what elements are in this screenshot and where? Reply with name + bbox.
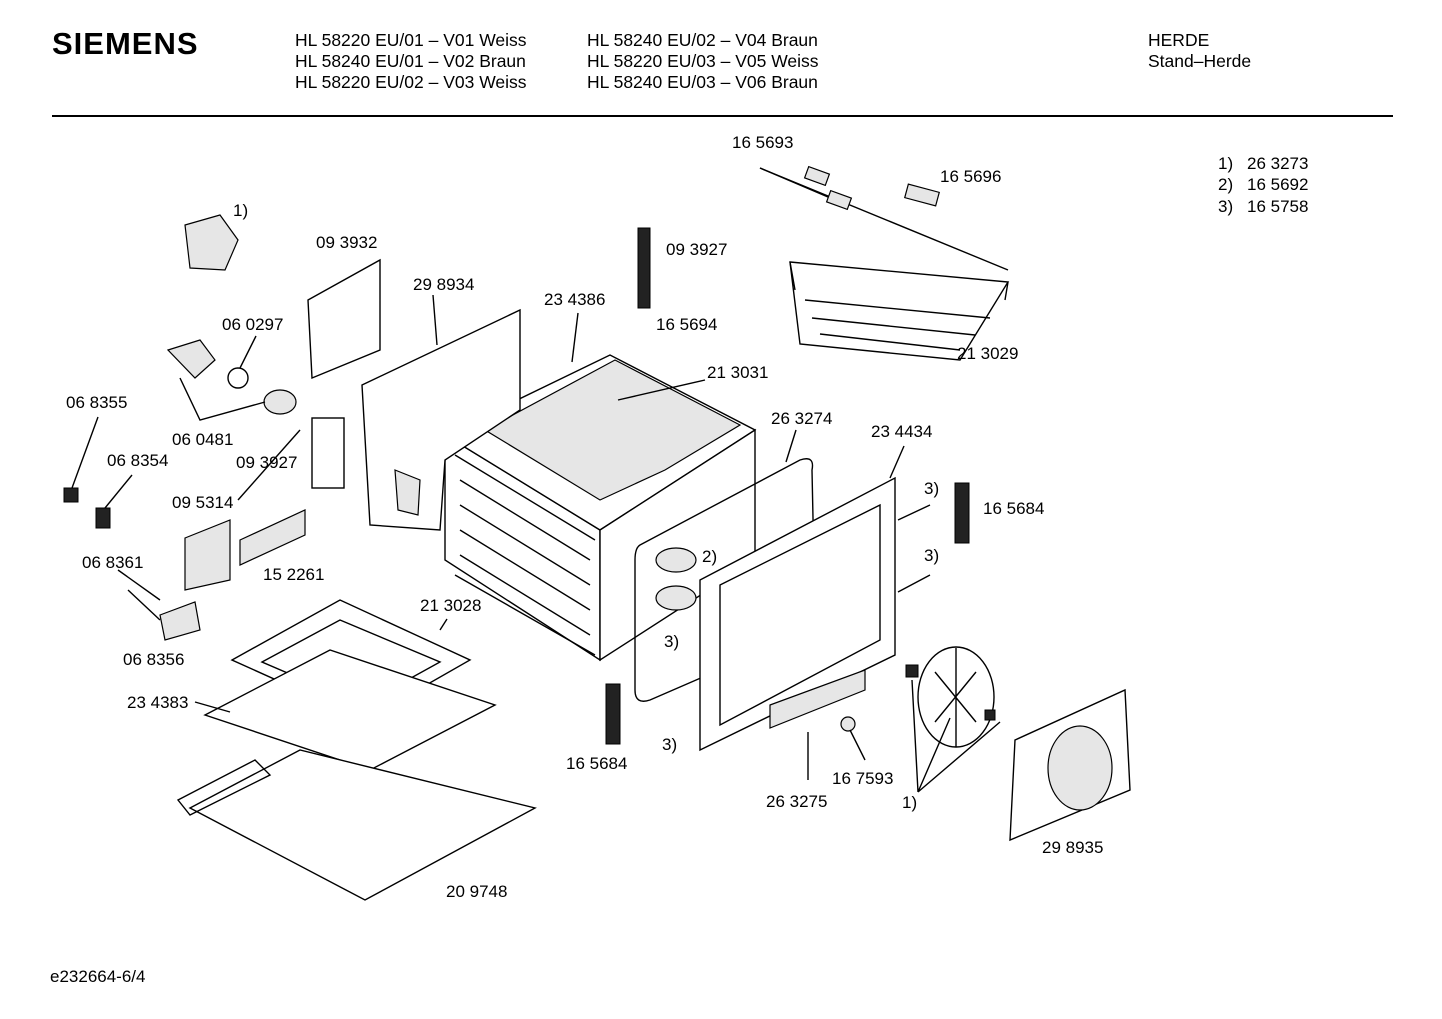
category-block: HERDE Stand–Herde [1148,30,1251,72]
header-divider [52,115,1393,117]
front-frame [605,476,970,752]
part-label: 21 3028 [420,596,481,615]
part-label: 21 3029 [957,344,1018,363]
model-line: HL 58240 EU/03 – V06 Braun [587,72,818,92]
hinge-icon [954,482,970,544]
top-heating-element [759,165,1010,361]
thermostat-icon [184,214,239,271]
leader-lines [71,294,1001,793]
lamp-cover-icon [655,547,697,573]
category-title: HERDE [1148,30,1210,50]
bracket-icon [903,183,941,207]
back-panel [307,227,651,531]
part-label: 09 3927 [236,453,297,472]
washer-icon [840,716,856,732]
nut-icon [984,709,996,721]
part-label: 23 4383 [127,693,188,712]
bottom-assembly [176,599,537,901]
part-label: 16 5694 [656,315,717,334]
part-label: 06 8354 [107,451,168,470]
legend: 1) 26 3273 2) 16 5692 3) 16 5758 [1218,154,1308,216]
ref-label: 3) [924,546,939,565]
terminal-block-icon [239,509,306,566]
legend-part: 16 5758 [1247,197,1308,216]
part-label: 09 5314 [172,493,233,512]
part-label: 29 8934 [413,275,474,294]
model-line: HL 58240 EU/02 – V04 Braun [587,30,818,50]
nut-icon [905,664,919,678]
part-label: 16 5696 [940,167,1001,186]
model-line: HL 58220 EU/03 – V05 Weiss [587,51,819,71]
clip-icon [825,189,853,211]
part-label: 06 0297 [222,315,283,334]
brand-logo: SIEMENS [52,26,199,61]
lamp-lens-icon [263,389,297,415]
legend-part: 16 5692 [1247,175,1308,194]
ref-label: 1) [233,201,248,220]
ref-label: 3) [662,735,677,754]
part-label: 06 8356 [123,650,184,669]
bracket-icon [184,519,231,591]
legend-ref: 1) [1218,154,1233,173]
part-label: 23 4386 [544,290,605,309]
lamp-cover-icon [655,585,697,611]
part-label: 29 8935 [1042,838,1103,857]
part-label: 23 4434 [871,422,932,441]
part-label: 09 3932 [316,233,377,252]
part-label: 15 2261 [263,565,324,584]
hinge-icon [637,227,651,309]
ref-label: 3) [924,479,939,498]
clip-icon [803,165,831,187]
part-label: 26 3275 [766,792,827,811]
part-label: 16 7593 [832,769,893,788]
ref-label: 3) [664,632,679,651]
legend-ref: 3) [1218,197,1233,216]
part-label: 16 5684 [566,754,627,773]
model-line: HL 58240 EU/01 – V02 Braun [295,51,526,71]
part-label: 21 3031 [707,363,768,382]
part-label: 20 9748 [446,882,507,901]
model-line: HL 58220 EU/01 – V01 Weiss [295,30,527,50]
drawing-id: e232664-6/4 [50,967,146,986]
legend-part: 26 3273 [1247,154,1308,173]
ref-label: 1) [902,793,917,812]
switch-icon [159,601,201,641]
fan-cover-grille-icon [1047,725,1113,811]
model-line: HL 58220 EU/02 – V03 Weiss [295,72,527,92]
hinge-icon [605,683,621,745]
trim-strip-icon [769,669,866,729]
left-small-parts [63,214,306,641]
part-label: 06 0481 [172,430,233,449]
model-list-col2: HL 58240 EU/02 – V04 Braun HL 58220 EU/0… [587,30,819,93]
part-label: 06 8361 [82,553,143,572]
part-label: 16 5693 [732,133,793,152]
clip-icon [95,507,111,529]
legend-ref: 2) [1218,175,1233,194]
screw-icon [63,487,79,503]
part-label: 26 3274 [771,409,832,428]
lamp-bulb-icon [227,367,249,389]
part-label: 06 8355 [66,393,127,412]
bracket-icon [311,417,345,489]
category-subtitle: Stand–Herde [1148,51,1252,71]
model-list-col1: HL 58220 EU/01 – V01 Weiss HL 58240 EU/0… [295,30,527,93]
part-label: 09 3927 [666,240,727,259]
ref-label: 2) [702,547,717,566]
part-label: 16 5684 [983,499,1044,518]
oven-cavity [443,354,757,662]
part-labels: 16 5693 16 5696 1) 09 3932 09 3927 29 89… [66,133,1103,901]
lamp-socket-icon [166,339,216,379]
fan-assembly [905,646,1131,842]
